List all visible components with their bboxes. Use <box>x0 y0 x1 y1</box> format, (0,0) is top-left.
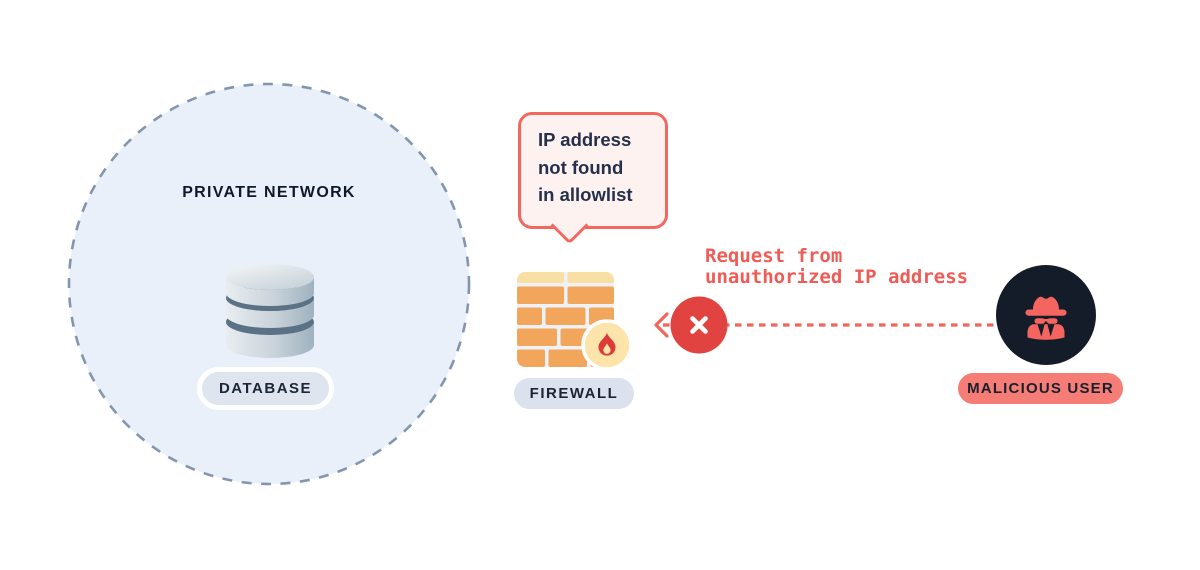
bubble-line-2: not found <box>538 156 624 178</box>
malicious-user-pill: MALICIOUS USER <box>958 373 1123 404</box>
firewall-label: FIREWALL <box>529 385 619 402</box>
firewall-icon <box>517 272 633 371</box>
database-pill: DATABASE <box>197 367 334 410</box>
private-network-label: PRIVATE NETWORK <box>182 184 356 201</box>
blocked-request-flow <box>654 296 996 354</box>
firewall-pill: FIREWALL <box>514 378 634 409</box>
malicious-user-label: MALICIOUS USER <box>967 380 1114 397</box>
speech-bubble: IP address not found in allowlist <box>518 112 668 229</box>
speech-bubble-text: IP address not found in allowlist <box>521 115 665 209</box>
spy-icon <box>1025 296 1067 340</box>
request-caption: Request from unauthorized IP address <box>705 246 968 287</box>
request-caption-line-2: unauthorized IP address <box>705 265 969 288</box>
request-caption-line-1: Request from <box>705 245 843 267</box>
arrowhead-left-icon <box>654 312 669 338</box>
database-label: DATABASE <box>218 380 313 397</box>
bubble-line-3: in allowlist <box>538 184 633 205</box>
database-icon <box>226 264 314 358</box>
malicious-user-avatar <box>996 265 1096 365</box>
x-cross-icon <box>690 316 708 334</box>
bubble-line-1: IP address <box>538 129 632 150</box>
